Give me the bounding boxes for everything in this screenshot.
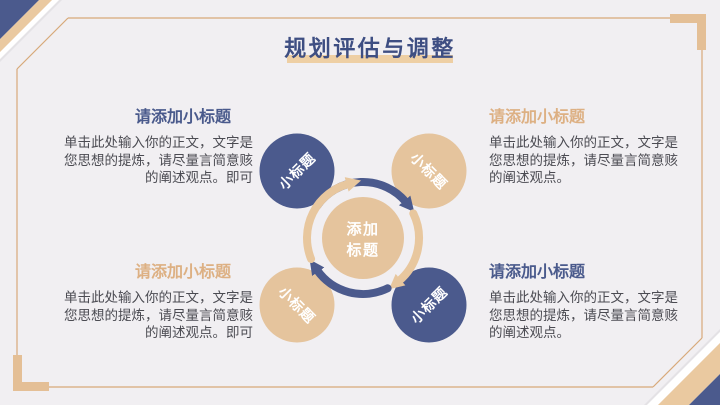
bracket-top-right-horizontal [670,14,706,23]
text-block-bottom-left[interactable]: 请添加小标题 单击此处输入你的正文，文字是您思想的提炼，请尽量言简意赅的阐述观点… [57,264,253,342]
block-body[interactable]: 单击此处输入你的正文，文字是您思想的提炼，请尽量言简意赅的阐述观点。 [489,290,678,340]
text-block-bottom-right[interactable]: 请添加小标题 单击此处输入你的正文，文字是您思想的提炼，请尽量言简意赅的阐述观点… [489,264,685,342]
page-title-text: 规划评估与调整 [284,36,456,61]
block-heading[interactable]: 请添加小标题 [134,264,231,281]
block-heading[interactable]: 请添加小标题 [489,264,586,281]
block-heading[interactable]: 请添加小标题 [134,109,231,126]
corner-blue-triangle-bottom-right [689,374,720,405]
satellite-circle-bottom-right[interactable] [391,267,467,343]
cycle-arrow-bottom-blue [309,259,392,298]
block-body[interactable]: 单击此处输入你的正文，文字是您思想的提炼，请尽量言简意赅的阐述观点。即可 [64,135,253,185]
text-block-top-left[interactable]: 请添加小标题 单击此处输入你的正文，文字是您思想的提炼，请尽量言简意赅的阐述观点… [57,109,253,187]
satellite-circle-top-right[interactable] [391,133,467,209]
frame-line-diagonal-bottom-right [652,337,703,388]
block-heading[interactable]: 请添加小标题 [489,109,586,126]
center-label-line1[interactable]: 添加 [346,220,379,238]
corner-shadow-bottom-right [644,329,720,405]
corner-white-band-bottom-right [647,332,720,405]
satellite-circle-top-left[interactable] [259,133,335,209]
cycle-diagram[interactable]: 添加 标题 小标题 小标题 小标题 小标题 [243,118,483,358]
corner-tan-stripe-top-left [0,0,52,52]
center-circle[interactable] [322,197,404,279]
title-underline-bar [287,55,453,63]
bracket-bottom-left-vertical [13,355,22,391]
corner-shadow-top-left [0,0,62,62]
corner-brackets [13,14,706,391]
cycle-arrow-right-tan [389,209,423,290]
frame-line-diagonal-top-left [16,17,69,70]
inner-frame-lines [16,17,703,388]
cycle-arrow-left-tan [303,177,362,263]
text-block-top-right[interactable]: 请添加小标题 单击此处输入你的正文，文字是您思想的提炼，请尽量言简意赅的阐述观点… [489,109,685,187]
page-title: 规划评估与调整 [282,31,458,63]
corner-blue-triangle-top-left [0,0,39,39]
block-body[interactable]: 单击此处输入你的正文，文字是您思想的提炼，请尽量言简意赅的阐述观点。即可 [64,290,253,340]
satellite-circle-bottom-left[interactable] [259,267,335,343]
corner-white-band-top-left [0,0,59,59]
block-body[interactable]: 单击此处输入你的正文，文字是您思想的提炼，请尽量言简意赅的阐述观点。 [489,135,678,185]
bracket-bottom-left-horizontal [13,382,49,391]
bracket-top-right-vertical [697,14,706,50]
title-area: 规划评估与调整 [20,31,720,63]
center-label-line2[interactable]: 标题 [345,241,379,259]
